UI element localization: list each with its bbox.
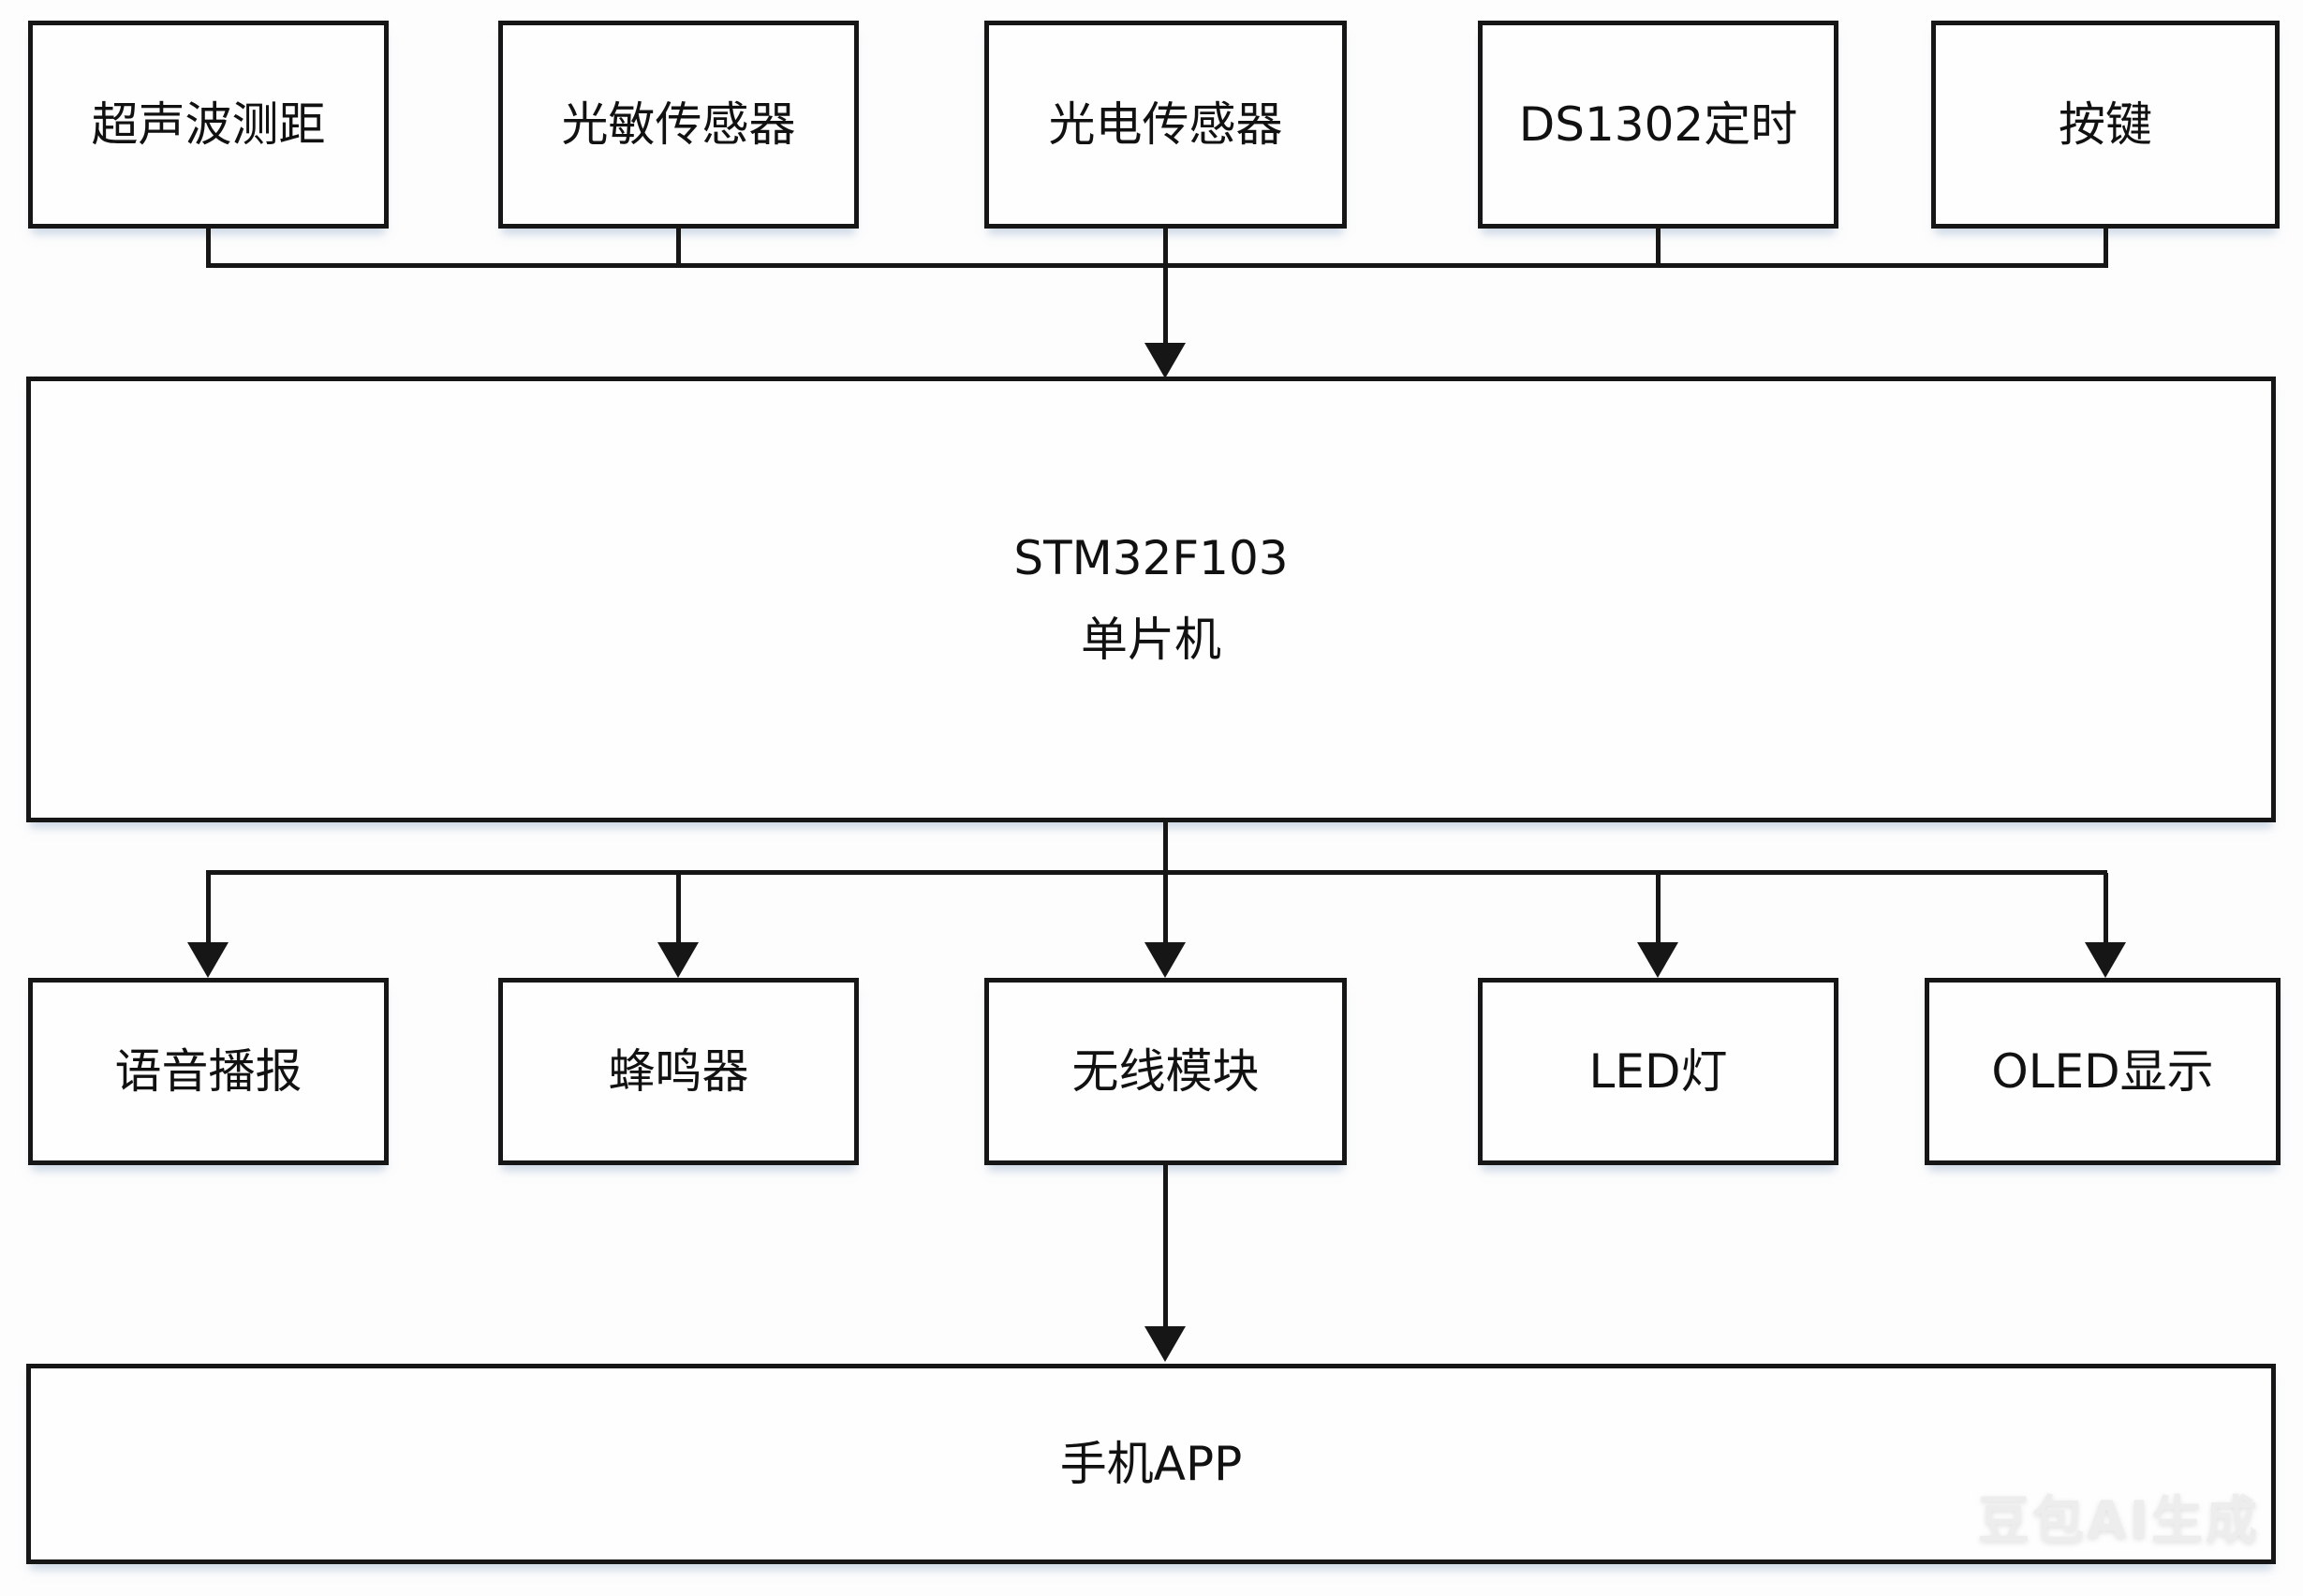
connector-input-light-sensor	[676, 227, 681, 268]
input-label-ds1302-timer: DS1302定时	[1518, 96, 1798, 152]
connector-mcu-to-bus	[1163, 820, 1168, 873]
connector-input-ultrasonic	[206, 227, 211, 268]
connector-output-oled	[2104, 873, 2108, 944]
mcu-box: STM32F103 单片机	[26, 377, 2276, 822]
output-label-oled-display: OLED显示	[1991, 1043, 2214, 1099]
arrowhead-into-voice	[187, 942, 229, 978]
connector-bus-to-mcu	[1163, 265, 1168, 346]
input-box-photoelectric-sensor: 光电传感器	[984, 21, 1347, 229]
arrowhead-into-mcu	[1144, 343, 1186, 378]
watermark: 豆包AI生成	[1978, 1490, 2261, 1550]
connector-wireless-to-app	[1163, 1163, 1168, 1328]
connector-bus-bottom	[206, 870, 2107, 875]
app-box: 手机APP	[26, 1364, 2276, 1564]
arrowhead-into-oled	[2085, 942, 2126, 978]
mcu-label-line1: STM32F103	[1013, 530, 1289, 585]
connector-input-keys	[2104, 227, 2108, 268]
output-box-oled-display: OLED显示	[1925, 978, 2281, 1165]
input-label-photoelectric-sensor: 光电传感器	[1048, 96, 1283, 152]
connector-output-led	[1656, 873, 1661, 944]
output-box-voice-broadcast: 语音播报	[28, 978, 389, 1165]
mcu-label: STM32F103 单片机	[1013, 518, 1288, 682]
connector-output-wireless	[1163, 873, 1168, 944]
input-label-keys: 按键	[2059, 96, 2152, 152]
input-box-light-sensor: 光敏传感器	[498, 21, 859, 229]
arrowhead-into-wireless	[1144, 942, 1186, 978]
output-label-led-light: LED灯	[1588, 1043, 1728, 1099]
arrowhead-into-app	[1144, 1326, 1186, 1362]
input-label-ultrasonic: 超声波测距	[91, 96, 326, 152]
input-box-ds1302-timer: DS1302定时	[1478, 21, 1838, 229]
connector-bus-top	[206, 263, 2107, 268]
connector-input-photoelectric	[1163, 227, 1168, 268]
output-label-wireless-module: 无线模块	[1071, 1043, 1260, 1099]
output-box-wireless-module: 无线模块	[984, 978, 1347, 1165]
input-label-light-sensor: 光敏传感器	[561, 96, 796, 152]
connector-output-buzzer	[676, 873, 681, 944]
input-box-keys: 按键	[1931, 21, 2280, 229]
output-box-buzzer: 蜂鸣器	[498, 978, 859, 1165]
output-box-led-light: LED灯	[1478, 978, 1838, 1165]
input-box-ultrasonic: 超声波测距	[28, 21, 389, 229]
output-label-voice-broadcast: 语音播报	[114, 1043, 303, 1099]
arrowhead-into-led	[1637, 942, 1678, 978]
mcu-label-line2: 单片机	[1081, 613, 1221, 667]
output-label-buzzer: 蜂鸣器	[608, 1043, 749, 1099]
arrowhead-into-buzzer	[657, 942, 699, 978]
connector-output-voice	[206, 873, 211, 944]
connector-input-ds1302	[1656, 227, 1661, 268]
app-label: 手机APP	[1059, 1436, 1243, 1491]
